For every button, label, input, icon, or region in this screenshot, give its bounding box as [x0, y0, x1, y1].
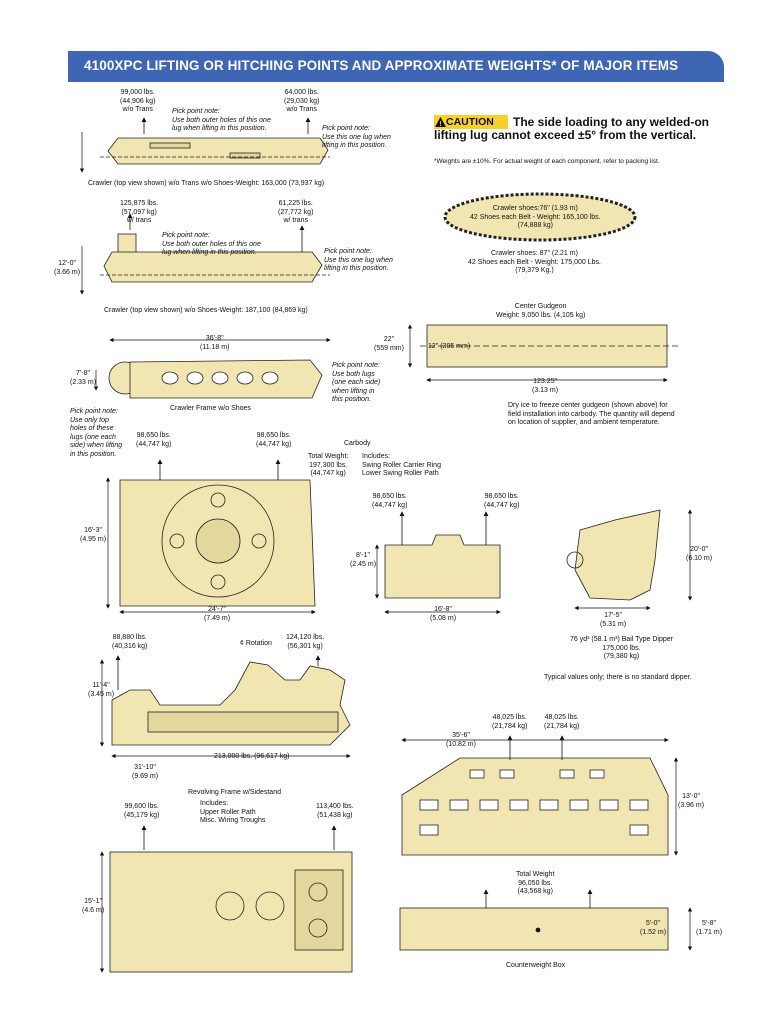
- crawler1-left-weight: 99,000 lbs. (44,906 kg) w/o Trans: [120, 89, 156, 113]
- carbody-top-drawing: [119, 479, 316, 607]
- carbody-title: Carbody: [344, 440, 371, 447]
- crawler2-right-weight: 61,225 lbs. (27,772 kg) w/ trans: [278, 200, 314, 224]
- rotation-label: ¢ Rotation: [240, 640, 272, 647]
- carbody-includes: Includes: Swing Roller Carrier Ring Lowe…: [362, 453, 441, 477]
- caution-line2: lifting lug cannot exceed ±5° from the v…: [434, 128, 697, 142]
- counterweight-height-dim: 13'-0" (3.96 m): [678, 793, 705, 809]
- caution-line1: The side loading to any welded-on: [513, 115, 710, 129]
- revolving-top-height-dim: 15'-1" (4.6 m): [82, 898, 105, 914]
- revolving-left-weight: 88,880 lbs. (40,316 kg): [112, 634, 148, 650]
- crawler2-left-weight: 125,875 lbs. (57,097 kg) w/ trans: [120, 200, 159, 224]
- revolving-frame-drawing: [111, 661, 351, 746]
- revolving-top-drawing: [109, 851, 353, 973]
- crawler-2-drawing: [100, 233, 330, 283]
- carbody-side-left-weight: 98,650 lbs. (44,747 kg): [372, 493, 408, 509]
- carbody-total-label: Total Weight: 197,300 lbs. (44,747 kg): [308, 453, 349, 477]
- center-gudgeon-drawing: [420, 324, 680, 368]
- gudgeon-length-dim: 123.25" (3.13 m): [532, 378, 559, 394]
- revolving-length-dim: 31'-10" (9.69 m): [132, 764, 159, 780]
- revolving-top-includes: Includes: Upper Roller Path Misc. Wiring…: [200, 800, 266, 824]
- crawler-frame-height-dim: 7'-8" (2.33 m): [70, 370, 97, 386]
- carbody-side-right-weight: 98,650 lbs. (44,747 kg): [484, 493, 520, 509]
- crawler-frame-caption: Crawler Frame w/o Shoes: [170, 405, 251, 412]
- carbody-left-weight: 98,650 lbs. (44,747 kg): [136, 432, 172, 448]
- crawler1-pick-note-left: Pick point note: Use both outer holes of…: [172, 108, 271, 132]
- counterweight-outer-dim: 5'-8" (1.71 m): [696, 920, 723, 936]
- dipper-drawing: [566, 509, 661, 601]
- counterweight-left-weight: 48,025 lbs. (21,784 kg): [492, 714, 528, 730]
- revolving-height-dim: 11'-4" (3.45 m): [88, 682, 115, 698]
- crawler2-caption: Crawler (top view shown) w/o Shoes-Weigh…: [104, 307, 308, 314]
- counterweight-front-drawing: [401, 757, 669, 856]
- gudgeon-title: Center Gudgeon Weight: 9,050 lbs. (4,105…: [496, 303, 586, 319]
- gudgeon-height-dim: 22" (559 mm): [374, 336, 404, 352]
- carbody-width-dim: 24'-7" (7.49 m): [204, 606, 231, 622]
- revolving-right-weight: 124,120 lbs. (56,301 kg): [286, 634, 325, 650]
- revolving-top-left-weight: 99,600 lbs. (45,179 kg): [124, 803, 160, 819]
- crawler2-pick-note-left: Pick point note: Use both outer holes of…: [162, 232, 261, 256]
- dipper-note: Typical values only; there is no standar…: [544, 674, 692, 681]
- shoes-below-text: Crawler shoes: 87" (2.21 m) 42 Shoes eac…: [468, 250, 601, 274]
- gudgeon-note: Dry ice to freeze center gudgeon (shown …: [508, 402, 675, 426]
- weights-note: *Weights are ±10%. For actual weight of …: [434, 158, 660, 165]
- carbody-right-weight: 98,650 lbs. (44,747 kg): [256, 432, 292, 448]
- revolving-caption: Revolving Frame w/Sidestand: [188, 789, 281, 796]
- crawler2-height-dim: 12'-0" (3.66 m): [54, 260, 81, 276]
- crawler2-pick-note-right: Pick point note: Use this one lug when l…: [324, 248, 393, 272]
- crawler1-pick-note-right: Pick point note: Use this one lug when l…: [322, 125, 391, 149]
- carbody-side-width-dim: 16'-8" (5.08 m): [430, 606, 457, 622]
- counterweight-total-label: Total Weight 96,050 lbs. (43,568 kg): [516, 871, 555, 895]
- counterweight-right-weight: 48,025 lbs. (21,784 kg): [544, 714, 580, 730]
- shoes-chain-text: Crawler shoes:76" (1.93 m) 42 Shoes each…: [470, 205, 601, 229]
- revolving-weight-label: 213,000 lbs. (96,617 kg): [214, 753, 290, 760]
- crawler-1-drawing: [100, 137, 330, 165]
- dipper-height-dim: 20'-0" (6.10 m): [686, 546, 713, 562]
- counterweight-side-drawing: [399, 907, 669, 951]
- crawler1-right-weight: 64,000 lbs. (29,030 kg) w/o Trans: [284, 89, 320, 113]
- counterweight-length-dim: 35'-6" (10.82 m): [446, 732, 476, 748]
- crawler-shoes-drawing: [443, 192, 637, 242]
- carbody-height-dim: 16'-3" (4.95 m): [80, 527, 107, 543]
- dipper-caption: 76 yd³ (58.1 m³) Bail Type Dipper 175,00…: [570, 636, 673, 660]
- caution-badge: ! CAUTION: [434, 115, 508, 129]
- crawler-frame-pick-note-left: Pick point note: Use only top holes of t…: [70, 408, 123, 458]
- carbody-side-height-dim: 8'-1" (2.45 m): [350, 552, 377, 568]
- counterweight-caption: Counterweight Box: [506, 962, 566, 969]
- counterweight-inner-dim: 5'-0" (1.52 m): [640, 920, 667, 936]
- caution-label: CAUTION: [446, 116, 494, 128]
- crawler1-caption: Crawler (top view shown) w/o Trans w/o S…: [88, 180, 325, 187]
- svg-text:!: !: [439, 121, 441, 127]
- crawler-frame-pick-note-right: Pick point note: Use both lugs (one each…: [332, 362, 381, 403]
- carbody-side-drawing: [384, 534, 501, 599]
- crawler-frame-length-dim: 36'-8" (11.18 m): [200, 335, 230, 351]
- title-banner: 4100XPC LIFTING OR HITCHING POINTS AND A…: [68, 51, 724, 82]
- page-title: 4100XPC LIFTING OR HITCHING POINTS AND A…: [84, 58, 679, 73]
- dipper-width-dim: 17'-5" (5.31 m): [600, 612, 627, 628]
- gudgeon-inner-dim: 12" (305 mm): [428, 343, 471, 350]
- crawler-frame-drawing: [108, 359, 323, 399]
- revolving-top-right-weight: 113,400 lbs. (51,438 kg): [316, 803, 354, 819]
- warning-icon: !: [435, 117, 446, 127]
